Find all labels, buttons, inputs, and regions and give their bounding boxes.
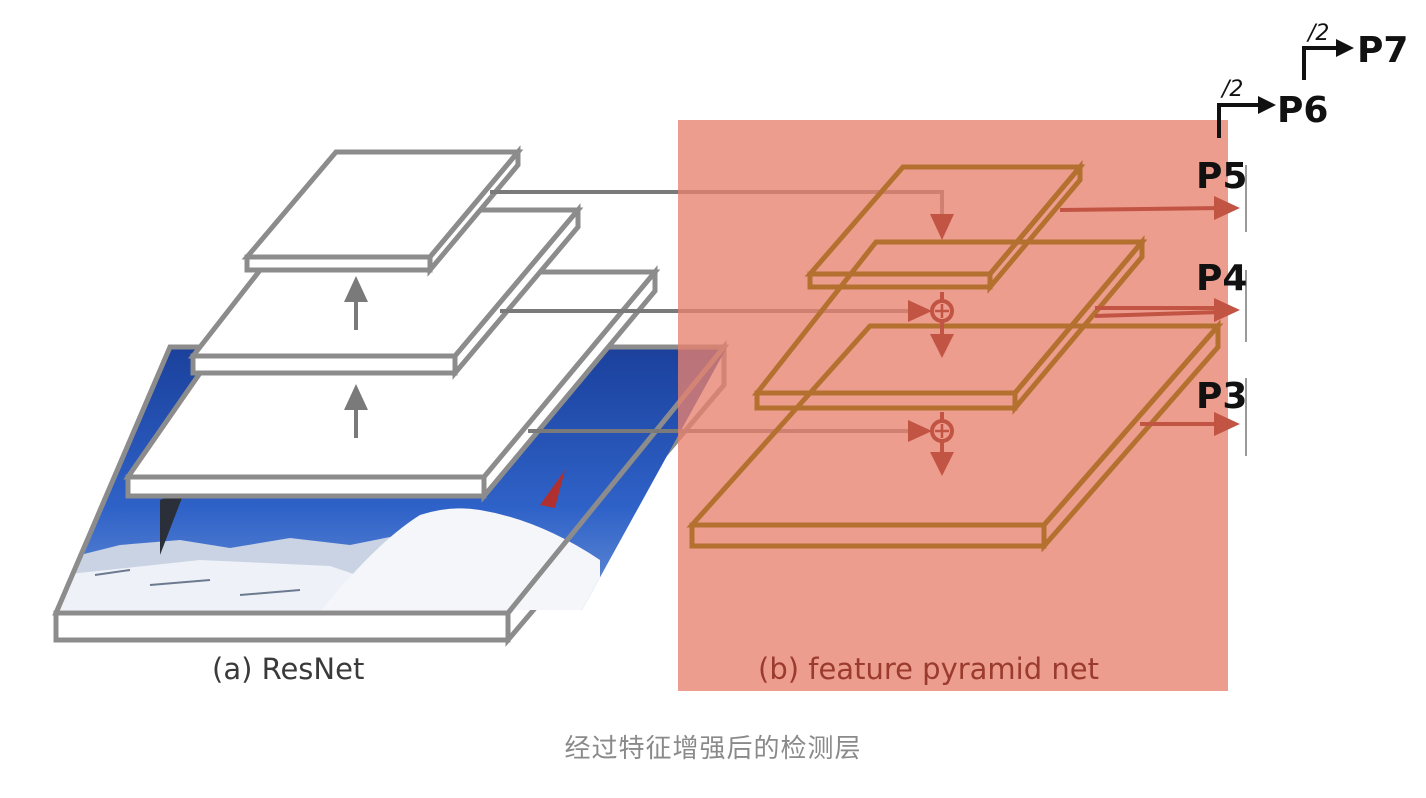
figure-caption: 经过特征增强后的检测层 bbox=[564, 734, 862, 764]
fpn-layer-p5 bbox=[804, 160, 1086, 294]
image-slab-front bbox=[53, 610, 511, 643]
fpn-label: (b) feature pyramid net bbox=[758, 652, 1099, 686]
downsample-label-p7: /2 bbox=[1306, 21, 1329, 46]
downsample-label-p6: /2 bbox=[1220, 77, 1243, 102]
resnet-layer-c5 bbox=[241, 145, 524, 277]
fpn-arrows bbox=[908, 196, 1240, 476]
label-p6: P6 bbox=[1277, 90, 1328, 131]
extra-level-connectors bbox=[1217, 39, 1354, 138]
label-p3: P3 bbox=[1196, 376, 1247, 417]
connector-p6-p7 bbox=[1302, 46, 1340, 80]
output-arrow-p5 bbox=[1059, 206, 1223, 212]
label-p4: P4 bbox=[1196, 258, 1247, 299]
resnet-label: (a) ResNet bbox=[212, 652, 364, 686]
label-p5: P5 bbox=[1196, 156, 1247, 197]
connector-p5-p6 bbox=[1217, 103, 1262, 138]
label-p7: P7 bbox=[1357, 30, 1408, 71]
resnet-up-arrows bbox=[344, 276, 368, 438]
fpn-layer-p4 bbox=[751, 235, 1148, 415]
